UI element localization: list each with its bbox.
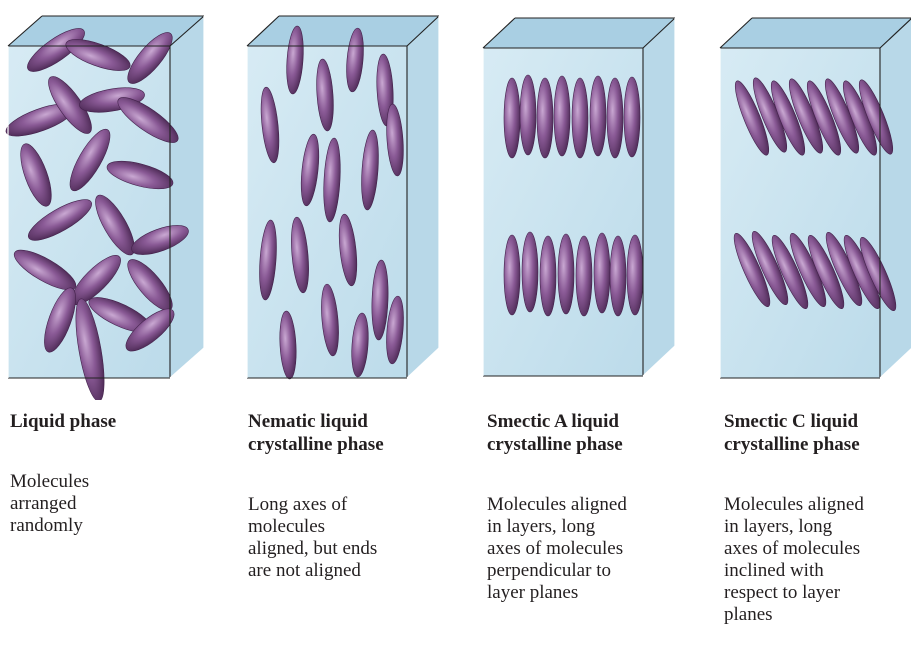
box-side-face bbox=[407, 16, 439, 378]
box-side-face bbox=[880, 18, 911, 378]
smectic-a-phase-box bbox=[483, 18, 675, 376]
liquid-phase-description: Molecules arranged randomly bbox=[10, 471, 89, 537]
molecule bbox=[554, 76, 570, 156]
liquid-phase-title: Liquid phase bbox=[10, 410, 116, 433]
molecule bbox=[576, 236, 592, 316]
molecule bbox=[572, 78, 588, 158]
nematic-phase-title: Nematic liquid crystalline phase bbox=[248, 410, 384, 456]
molecule bbox=[504, 78, 520, 158]
smectic-a-phase-title: Smectic A liquid crystalline phase bbox=[487, 410, 623, 456]
molecule bbox=[520, 75, 536, 155]
molecule bbox=[540, 236, 556, 316]
smectic-c-phase-box bbox=[720, 18, 911, 378]
phase-diagram bbox=[0, 0, 911, 400]
molecule bbox=[627, 235, 643, 315]
molecule bbox=[558, 234, 574, 314]
molecule bbox=[610, 236, 626, 316]
box-side-face bbox=[170, 16, 204, 378]
liquid-phase-box bbox=[2, 16, 204, 400]
molecule bbox=[537, 78, 553, 158]
smectic-c-phase-title: Smectic C liquid crystalline phase bbox=[724, 410, 860, 456]
molecule bbox=[624, 77, 640, 157]
box-top-face bbox=[247, 16, 439, 46]
box-side-face bbox=[643, 18, 675, 376]
molecule bbox=[594, 233, 610, 313]
box-top-face bbox=[483, 18, 675, 48]
nematic-phase-box bbox=[247, 16, 439, 379]
nematic-phase-description: Long axes of molecules aligned, but ends… bbox=[248, 494, 377, 582]
molecule bbox=[590, 76, 606, 156]
smectic-a-phase-description: Molecules aligned in layers, long axes o… bbox=[487, 494, 627, 604]
molecule bbox=[522, 232, 538, 312]
box-top-face bbox=[720, 18, 911, 48]
smectic-c-phase-description: Molecules aligned in layers, long axes o… bbox=[724, 494, 864, 626]
molecule bbox=[504, 235, 520, 315]
molecule bbox=[607, 78, 623, 158]
